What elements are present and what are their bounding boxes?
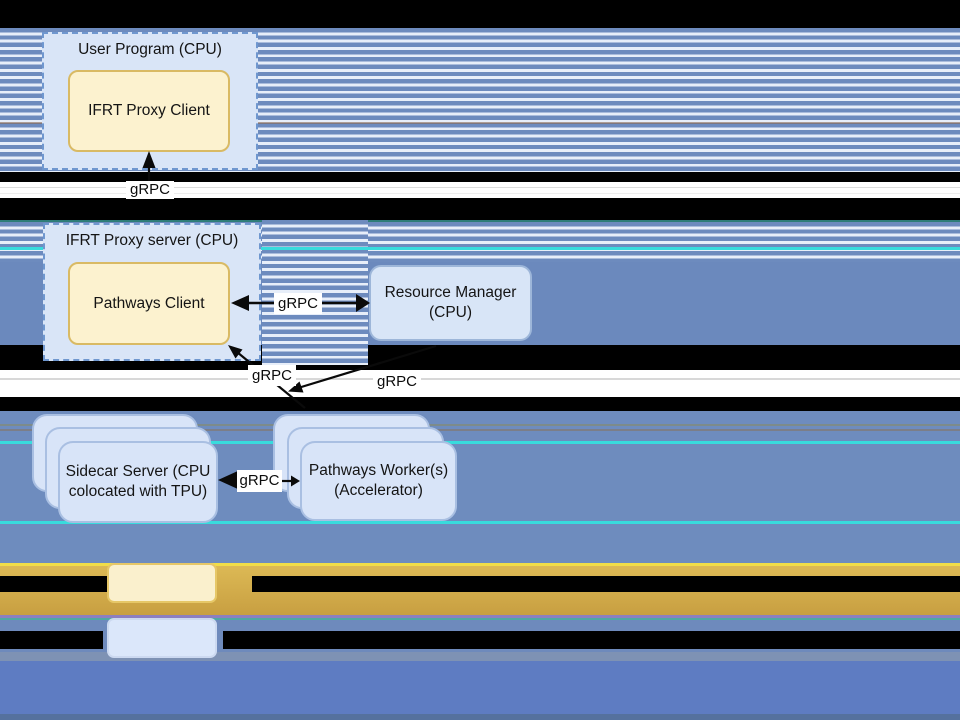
arrowhead-downleft-icon	[288, 381, 304, 393]
grpc-label-client-rm: gRPC	[274, 293, 322, 314]
arrowhead-upleft-icon	[228, 345, 243, 359]
glitch-band-black	[0, 198, 960, 220]
ifrt-proxy-client-node: IFRT Proxy Client	[68, 70, 230, 152]
pathways-client-label: Pathways Client	[93, 294, 205, 312]
glitch-line-gray	[0, 193, 960, 194]
glitch-line-olive	[0, 424, 960, 426]
glitch-band-grayblue	[0, 652, 960, 661]
glitch-line-red	[0, 122, 960, 124]
legend-blue-swatch	[107, 618, 217, 658]
arrow-rm-to-worker	[297, 344, 437, 390]
sidecar-server-node: Sidecar Server (CPU colocated with TPU)	[58, 441, 218, 523]
glitch-line-cyan	[0, 441, 960, 444]
redacted-text-bar	[0, 631, 103, 649]
pathways-client-node: Pathways Client	[68, 262, 230, 345]
redacted-text-bar	[0, 576, 107, 592]
user-program-group: User Program (CPU) IFRT Proxy Client	[42, 32, 258, 170]
resource-manager-node: Resource Manager (CPU)	[369, 265, 532, 341]
resource-manager-label-line1: Resource Manager	[384, 284, 517, 302]
arrowhead-right-icon	[356, 294, 370, 312]
glitch-line-purple	[0, 615, 960, 618]
user-program-title: User Program (CPU)	[78, 41, 222, 58]
grpc-label-worker-client: gRPC	[248, 365, 296, 386]
pathways-worker-label-line2: (Accelerator)	[334, 482, 423, 499]
glitch-line-cyan	[0, 521, 960, 524]
resource-manager-label-line2: (CPU)	[428, 304, 473, 321]
arrowhead-left-icon	[218, 470, 240, 490]
glitch-line-brown	[0, 429, 960, 431]
sidecar-server-label-line2: colocated with TPU)	[68, 483, 208, 500]
glitch-line-teal	[0, 220, 960, 222]
glitch-band-black	[0, 397, 960, 411]
sidecar-server-label-line1: Sidecar Server (CPU	[65, 463, 211, 481]
pathways-worker-node: Pathways Worker(s) (Accelerator)	[300, 441, 457, 521]
grpc-label-sidecar-worker: gRPC	[237, 470, 282, 492]
legend-cream-swatch	[107, 563, 217, 603]
glitch-line-cyan	[0, 247, 960, 250]
glitch-band-white	[0, 182, 960, 198]
pathways-worker-label-line1: Pathways Worker(s)	[308, 462, 449, 480]
redacted-text-bar	[223, 631, 960, 649]
glitch-band-black	[0, 172, 960, 182]
glitch-band-white	[0, 370, 960, 397]
arrowhead-up-icon	[142, 151, 156, 168]
grpc-label-client-proxy: gRPC	[126, 181, 174, 199]
glitch-line-gray	[0, 187, 960, 188]
glitch-stripe-patch	[262, 220, 368, 365]
grpc-label-rm-worker: gRPC	[373, 371, 421, 392]
glitch-line-gray	[0, 378, 960, 380]
glitch-band-bottom-dark	[0, 714, 960, 720]
glitch-band-bottom-blue	[0, 661, 960, 714]
glitch-band-black-top	[0, 0, 960, 28]
arrowhead-left-icon	[231, 295, 249, 311]
ifrt-proxy-server-title: IFRT Proxy server (CPU)	[65, 232, 239, 249]
glitch-line-yellow	[0, 563, 960, 566]
ifrt-proxy-server-group: IFRT Proxy server (CPU) Pathways Client	[43, 223, 261, 361]
ifrt-proxy-client-label: IFRT Proxy Client	[88, 102, 210, 120]
redacted-text-bar	[252, 576, 960, 592]
arrowhead-right-icon	[291, 475, 300, 487]
glitch-line-teal	[0, 618, 960, 620]
